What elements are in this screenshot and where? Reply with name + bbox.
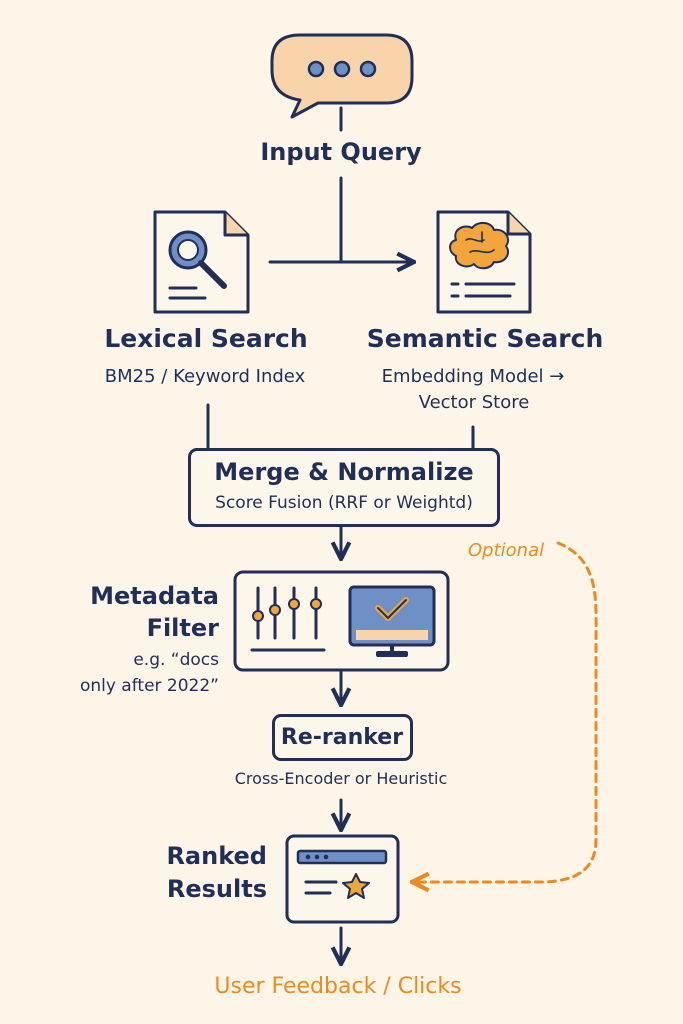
browser-star-icon [285,834,400,924]
input-query-title: Input Query [260,138,422,166]
metadata-filter-example-line1: e.g. “docs [133,650,219,670]
document-brain-icon [436,210,532,314]
lexical-search-subtitle: BM25 / Keyword Index [104,366,306,387]
metadata-filter-title-line2: Filter [146,614,219,642]
lexical-search-title: Lexical Search [104,324,308,353]
ranked-results-title-line1: Ranked [166,842,267,870]
metadata-filter-example-line2: only after 2022” [79,676,219,696]
monitor-check-icon [348,585,436,657]
reranker-title: Re-ranker [280,725,404,750]
merge-normalize-title: Merge & Normalize [214,458,474,486]
optional-label: Optional [468,540,545,561]
semantic-search-subtitle-line1: Embedding Model → [381,366,565,387]
reranker-box [272,714,413,761]
reranker-subtitle: Cross-Encoder or Heuristic [234,769,448,788]
speech-bubble-icon [270,33,414,119]
connectors [206,106,475,962]
semantic-search-title: Semantic Search [366,324,604,353]
semantic-search-subtitle-line2: Vector Store [418,392,530,413]
ranked-results-title-line2: Results [166,875,267,903]
metadata-filter-title-line1: Metadata [90,582,219,610]
user-feedback-label: User Feedback / Clicks [214,974,462,999]
merge-normalize-subtitle: Score Fusion (RRF or Weightd) [215,493,473,513]
merge-normalize-box [188,448,500,527]
document-search-icon [153,210,250,314]
sliders-icon [250,586,326,652]
optional-feedback-arrow [414,541,598,882]
